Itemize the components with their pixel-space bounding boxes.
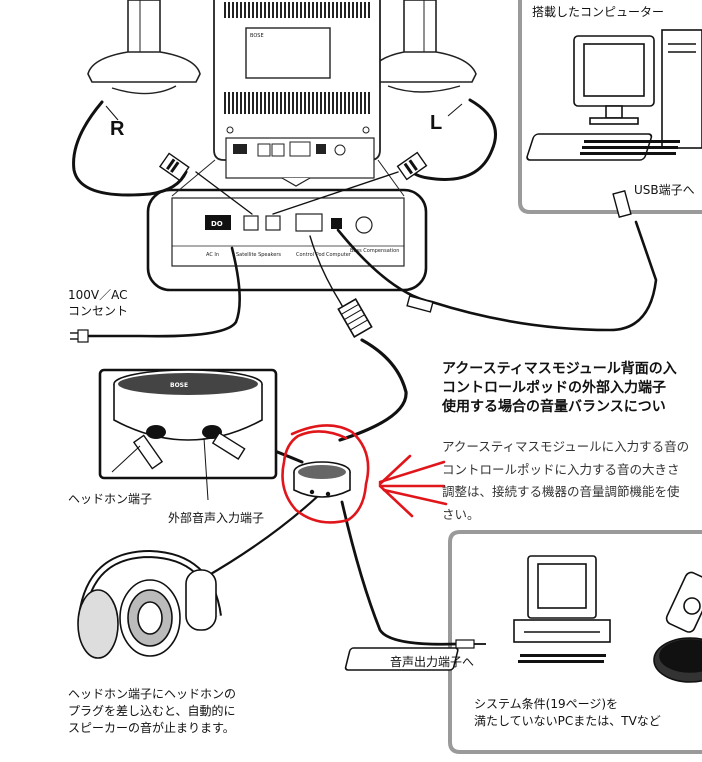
audio-out-plug — [455, 639, 486, 649]
rear-panel-zoom: DO AC In Satellite Speakers Control Pod … — [146, 159, 428, 292]
section-heading: アクースティマスモジュール背面の入 コントロールポッドの外部入力端子 使用する場… — [442, 360, 677, 417]
headphones — [77, 549, 222, 659]
section-body-line3: 調整は、接続する機器の音量調節機能を使 — [442, 484, 680, 499]
panel-computer: Computer — [326, 252, 352, 258]
panel-satellite: Satellite Speakers — [236, 252, 281, 258]
section-heading-line3: 使用する場合の音量バランスについ — [442, 399, 666, 415]
requirements-line2: 満たしていないPCまたは、TVなど — [474, 714, 661, 728]
computer-bottom — [344, 555, 611, 671]
ac-plug — [70, 329, 89, 343]
panel-control-pod: Control Pod — [296, 252, 325, 258]
section-body-line2: コントロールポッドに入力する音の大きさ — [442, 461, 680, 477]
left-speaker — [369, 0, 477, 93]
section-heading-line2: コントロールポッドの外部入力端子 — [442, 380, 666, 396]
red-annotation — [281, 424, 448, 524]
computer-top — [526, 29, 702, 161]
section-body-line4: さい。 — [442, 506, 480, 522]
control-pod-port — [295, 213, 323, 232]
bass-knob — [355, 216, 373, 234]
plugs — [70, 151, 632, 649]
ac-in-port — [205, 215, 231, 230]
headphone-note-3: スピーカーの音が止まります。 — [68, 721, 235, 735]
headphone-jack-label: ヘッドホン端子 — [68, 492, 153, 506]
ac-outlet-line1: 100V／AC — [68, 288, 128, 302]
svg-text:DO: DO — [211, 220, 223, 228]
section-body: アクースティマスモジュールに入力する音の コントロールポッドに入力する音の大きさ… — [442, 436, 689, 526]
panel-ac-in: AC In — [206, 252, 219, 258]
control-pod — [293, 461, 351, 498]
cables — [72, 98, 658, 646]
headphone-note-2: プラグを差し込むと、自動的に — [68, 704, 236, 718]
source-device-box — [448, 530, 702, 754]
usb-port — [331, 218, 342, 229]
section-heading-line1: アクースティマスモジュール背面の入 — [442, 361, 677, 377]
module-brand: BOSE — [250, 33, 264, 39]
ac-outlet-line2: コンセント — [68, 304, 129, 318]
headphone-note-1: ヘッドホン端子にヘッドホンの — [68, 687, 237, 701]
portable-player — [653, 571, 702, 683]
computer-caption: 搭載したコンピューター — [532, 5, 665, 19]
usb-port-label: USB端子へ — [634, 183, 695, 197]
right-speaker-label: R — [110, 118, 125, 140]
audio-out-label: 音声出力端子へ — [390, 655, 475, 669]
satellite-port-r — [243, 215, 259, 231]
satellite-port-l — [265, 215, 281, 231]
external-input-label: 外部音声入力端子 — [168, 511, 265, 525]
control-pod-zoom: BOSE — [98, 368, 278, 501]
right-speaker — [87, 0, 201, 95]
acoustimass-module: BOSE — [213, 0, 381, 187]
left-speaker-label: L — [430, 112, 443, 134]
section-body-line1: アクースティマスモジュールに入力する音の — [442, 439, 690, 454]
requirements-line1: システム条件(19ページ)を — [474, 697, 619, 711]
computer-box — [518, 0, 702, 214]
pod-brand: BOSE — [170, 382, 188, 389]
panel-bass: Bass Compensation — [350, 248, 399, 254]
